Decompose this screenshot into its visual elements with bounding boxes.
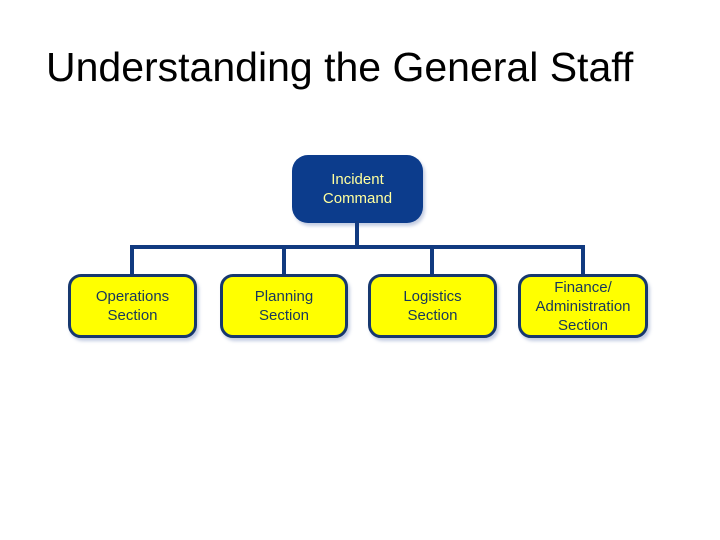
connector-drop-finance [581, 247, 585, 276]
connector-drop-planning [282, 247, 286, 276]
org-node-incident-command: Incident Command [292, 155, 423, 223]
connector-drop-operations [130, 247, 134, 276]
org-node-finance-administration-section: Finance/ Administration Section [518, 274, 648, 338]
org-node-logistics-section: Logistics Section [368, 274, 497, 338]
connector-horizontal-line [130, 245, 585, 249]
slide-title: Understanding the General Staff [46, 44, 634, 90]
connector-command-stub [355, 221, 359, 247]
org-node-operations-section: Operations Section [68, 274, 197, 338]
org-node-planning-section: Planning Section [220, 274, 348, 338]
connector-drop-logistics [430, 247, 434, 276]
